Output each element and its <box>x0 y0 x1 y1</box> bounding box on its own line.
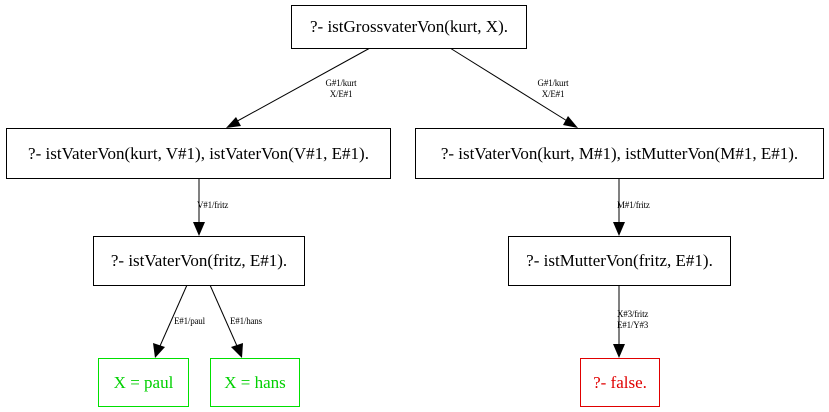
node-l2-left-query[interactable]: ?- istVaterVon(fritz, E#1). <box>93 236 305 286</box>
edge-label-line: X/E#1 <box>541 89 565 99</box>
edge-label-line: X/E#1 <box>329 89 353 99</box>
edge-label-line: X#3/fritz <box>617 309 649 319</box>
arrowhead-icon <box>193 222 205 236</box>
node-solution-paul[interactable]: X = paul <box>98 358 189 407</box>
edge-label-l2-left-hans: E#1/hans <box>230 316 262 327</box>
edge-label-line: E#1/paul <box>174 316 205 326</box>
edge-label-line: V#1/fritz <box>197 200 229 210</box>
edge-l2-left-to-leaf-paul <box>153 284 188 358</box>
edge-l2-left-to-leaf-hans <box>209 284 243 358</box>
node-solution-hans[interactable]: X = hans <box>210 358 300 407</box>
arrowhead-icon <box>613 222 625 236</box>
node-l1-left-query[interactable]: ?- istVaterVon(kurt, V#1), istVaterVon(V… <box>6 128 391 179</box>
edge-label-line: E#1/hans <box>230 316 262 326</box>
edge-label-l2-right-false: X#3/fritz E#1/Y#3 <box>617 309 648 331</box>
arrowhead-icon <box>563 116 578 128</box>
node-l1-right-query[interactable]: ?- istVaterVon(kurt, M#1), istMutterVon(… <box>415 128 824 179</box>
edge-label-line: E#1/Y#3 <box>617 320 649 330</box>
arrowhead-icon <box>613 344 625 358</box>
edge-l1-left-to-l2-left <box>193 178 205 236</box>
edge-label-root-l1-right: G#1/kurt X/E#1 <box>530 78 576 100</box>
edge-root-to-l1-left <box>226 47 371 128</box>
node-root-query[interactable]: ?- istGrossvaterVon(kurt, X). <box>291 5 527 49</box>
edge-l1-right-to-l2-right <box>613 178 625 236</box>
edge-label-line: G#1/kurt <box>325 78 357 88</box>
edge-label-root-l1-left: G#1/kurt X/E#1 <box>318 78 364 100</box>
edge-label-l2-left-paul: E#1/paul <box>174 316 205 327</box>
arrowhead-icon <box>231 343 243 358</box>
edge-label-l1-right-l2-right: M#1/fritz <box>617 200 650 211</box>
edge-l2-right-to-leaf-false <box>613 285 625 358</box>
edge-label-line: M#1/fritz <box>617 200 650 210</box>
node-l2-right-query[interactable]: ?- istMutterVon(fritz, E#1). <box>508 236 731 286</box>
edge-label-line: G#1/kurt <box>537 78 569 88</box>
edge-label-l1-left-l2-left: V#1/fritz <box>197 200 228 211</box>
arrowhead-icon <box>226 117 241 128</box>
node-failure-false[interactable]: ?- false. <box>580 358 660 407</box>
edge-root-to-l1-right <box>449 47 578 128</box>
arrowhead-icon <box>153 343 165 358</box>
